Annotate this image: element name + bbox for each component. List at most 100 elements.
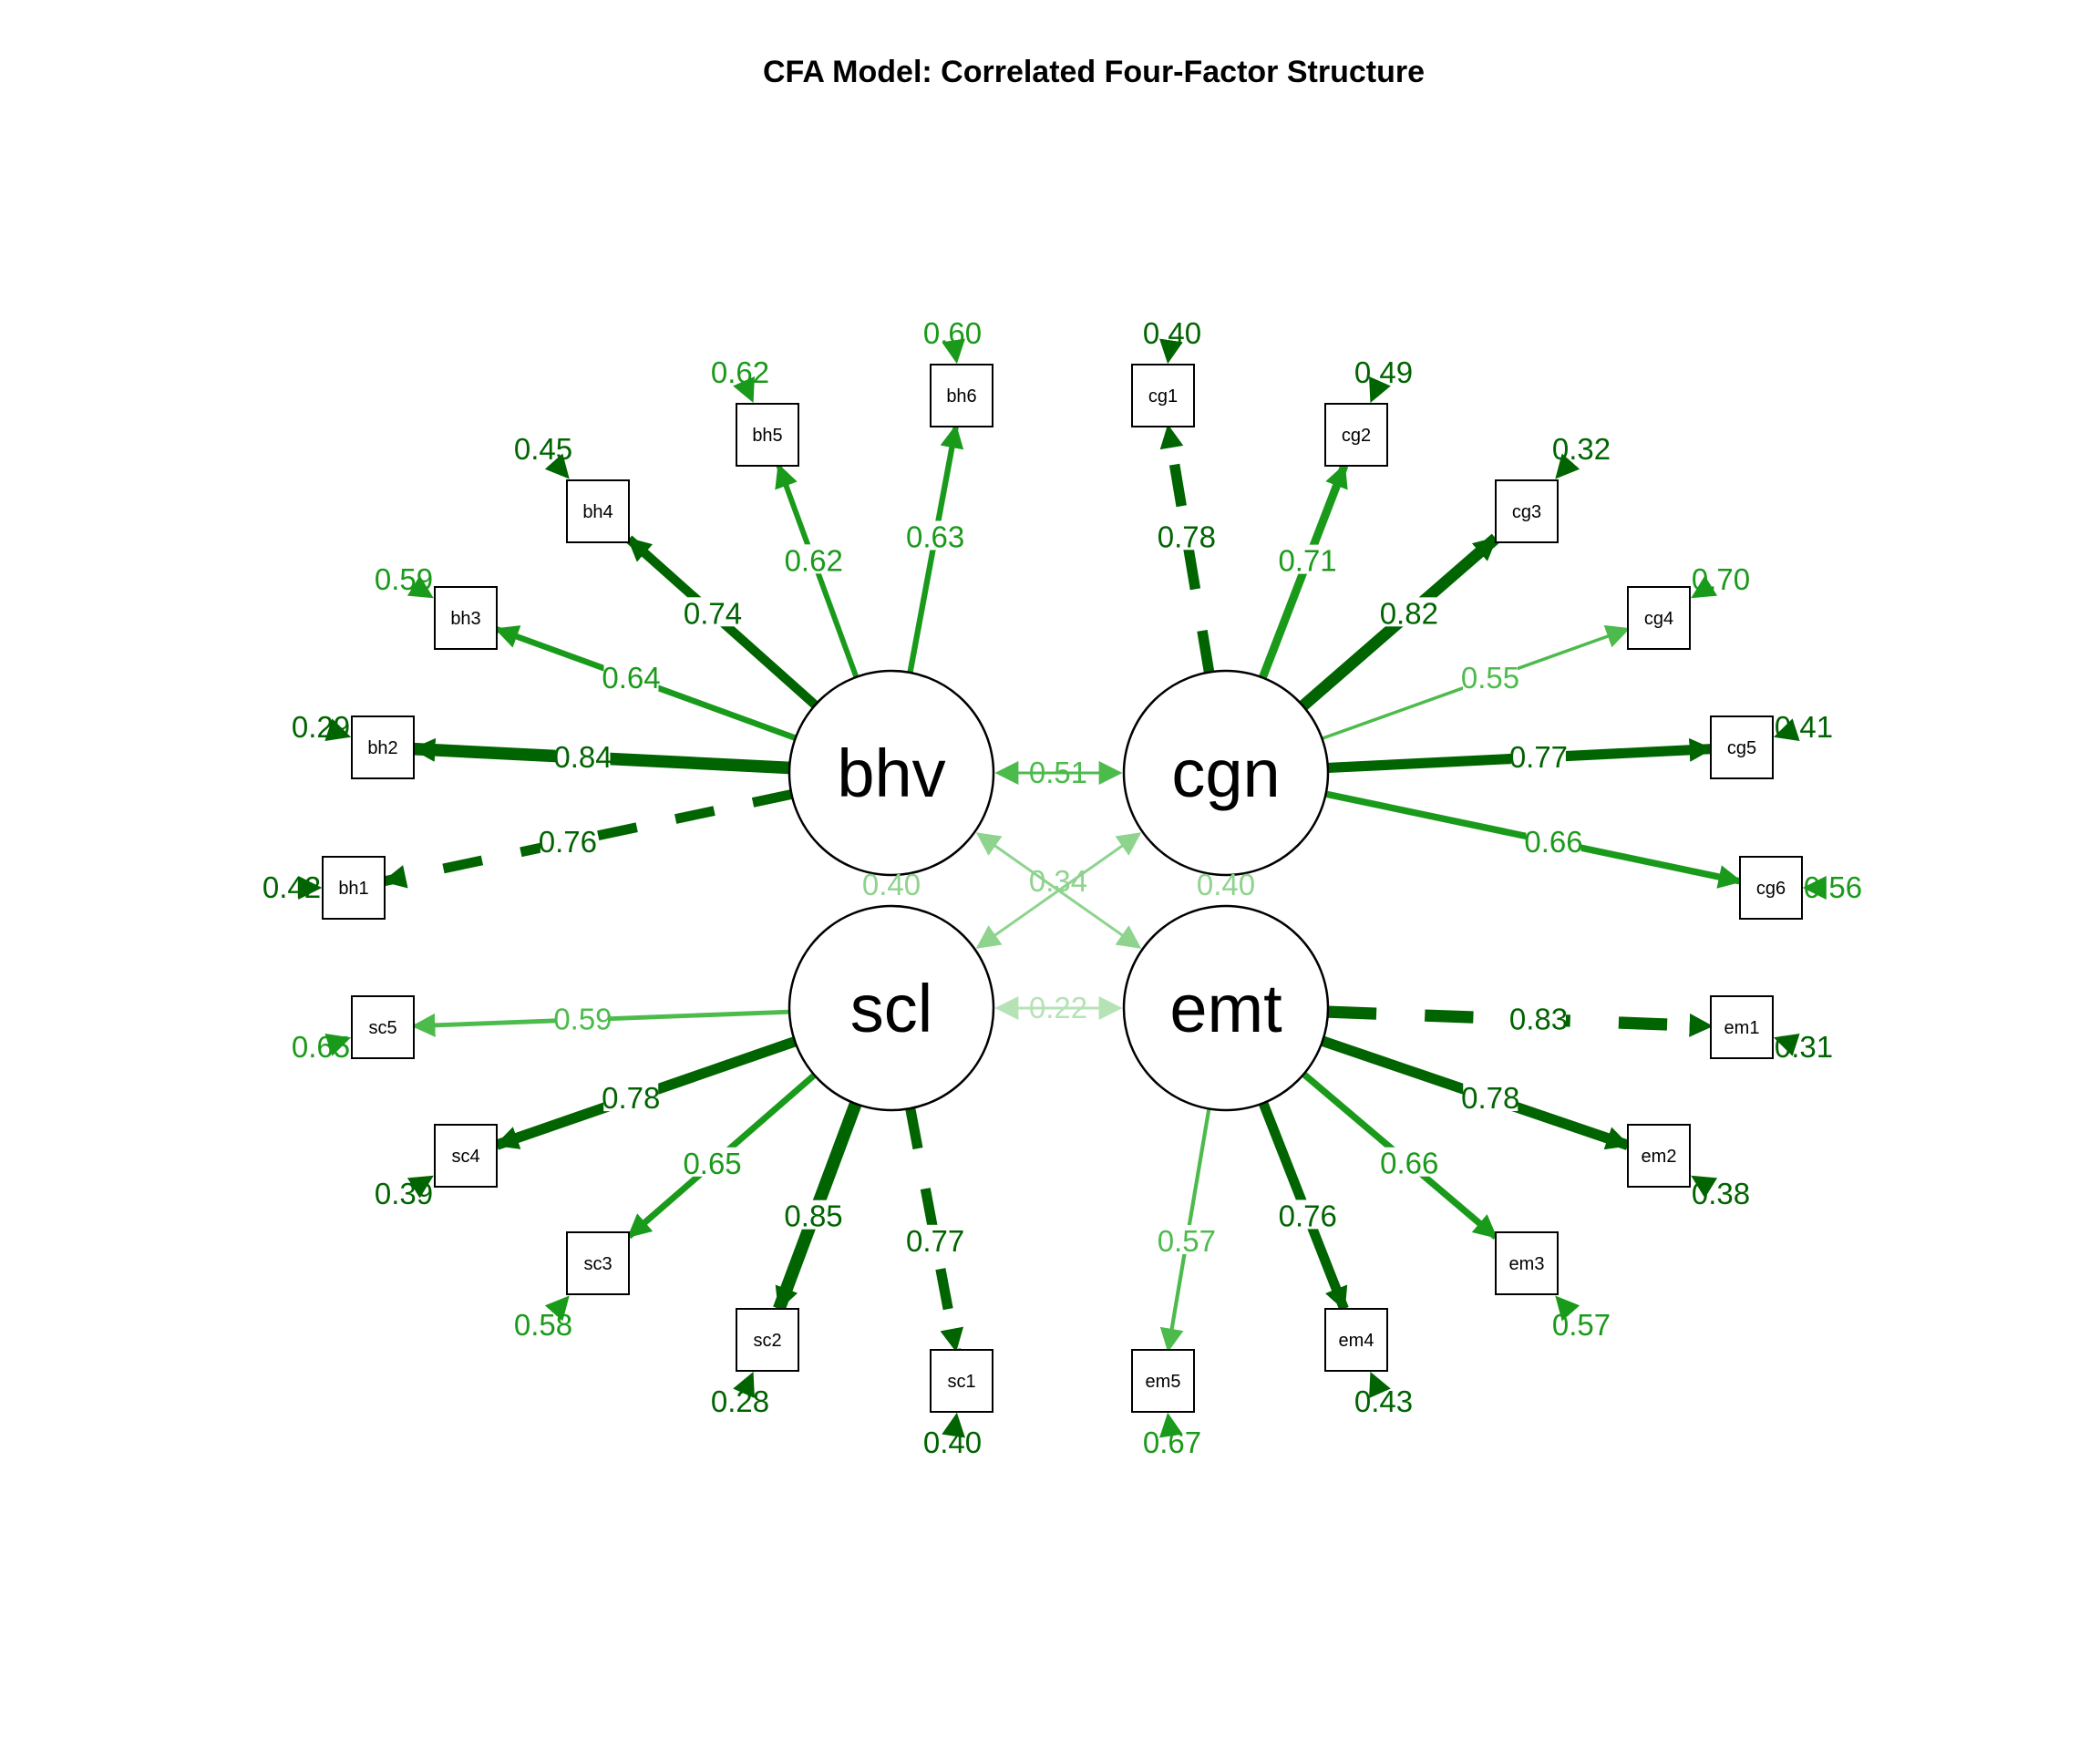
residual-arrow-em3 <box>1555 1295 1580 1322</box>
loading-label-bg <box>685 1147 740 1177</box>
loading-value-bh3: 0.64 <box>602 661 660 695</box>
residual-arrow-cg1 <box>1159 338 1183 365</box>
indicator-label-cg3: cg3 <box>1512 502 1541 522</box>
indicator-label-bh3: bh3 <box>450 609 480 629</box>
loading-value-cg3: 0.82 <box>1380 596 1438 630</box>
residual-value-sc2: 0.28 <box>711 1385 769 1418</box>
residual-value-bh6: 0.60 <box>923 316 982 350</box>
indicator-box-em5 <box>1131 1349 1195 1413</box>
indicator-label-em4: em4 <box>1339 1331 1374 1351</box>
residual-value-bh1: 0.42 <box>262 870 321 904</box>
loading-value-em2: 0.78 <box>1461 1081 1519 1115</box>
loading-value-cg4: 0.55 <box>1461 661 1519 695</box>
loading-value-sc3: 0.65 <box>683 1147 741 1180</box>
factor-node-cgn <box>1122 669 1330 877</box>
loading-value-em5: 0.57 <box>1158 1224 1216 1258</box>
residual-arrow-bh3 <box>407 575 434 599</box>
residual-arrow-em1 <box>1773 1033 1800 1056</box>
indicator-box-em4 <box>1324 1308 1388 1372</box>
residual-value-sc3: 0.58 <box>514 1308 572 1342</box>
residual-value-em5: 0.67 <box>1143 1426 1201 1459</box>
indicator-label-cg2: cg2 <box>1342 426 1371 446</box>
factor-label-scl: scl <box>850 971 932 1046</box>
indicator-box-sc1 <box>930 1349 993 1413</box>
residual-arrow-sc5 <box>324 1033 352 1056</box>
residual-arrow-bh5 <box>733 376 755 403</box>
indicator-box-em1 <box>1710 995 1774 1059</box>
indicator-box-sc5 <box>351 995 415 1059</box>
loading-label-bg <box>685 597 740 627</box>
indicator-label-sc5: sc5 <box>368 1018 396 1038</box>
indicator-label-em1: em1 <box>1724 1018 1760 1038</box>
indicator-box-sc2 <box>736 1308 799 1372</box>
loading-label-bg <box>540 825 595 855</box>
loading-value-bh5: 0.62 <box>785 543 843 577</box>
indicator-box-cg5 <box>1710 715 1774 779</box>
factor-variance-bhv: 0.40 <box>862 868 921 901</box>
residual-value-cg1: 0.40 <box>1143 316 1201 350</box>
indicator-box-em2 <box>1627 1124 1691 1188</box>
loading-label-bg <box>1382 1147 1437 1177</box>
residual-arrow-sc1 <box>942 1412 965 1438</box>
loading-path-bh1 <box>382 789 793 889</box>
residual-value-bh2: 0.29 <box>292 710 350 744</box>
indicator-box-bh5 <box>736 403 799 467</box>
loading-value-sc1: 0.77 <box>906 1224 964 1258</box>
factor-label-bhv: bhv <box>837 736 945 811</box>
loading-value-cg2: 0.71 <box>1278 544 1336 578</box>
indicator-box-cg3 <box>1495 479 1559 543</box>
covariance-value-scl-emt: 0.22 <box>1029 991 1087 1024</box>
loading-label-bg <box>1158 1224 1214 1254</box>
residual-arrow-bh6 <box>942 338 965 365</box>
residual-value-em1: 0.31 <box>1775 1030 1833 1064</box>
loading-label-bg <box>603 662 659 692</box>
residual-arrow-sc2 <box>733 1372 755 1399</box>
loading-label-bg <box>603 1082 659 1112</box>
residual-arrow-cg5 <box>1773 718 1800 742</box>
indicator-label-bh4: bh4 <box>582 502 612 522</box>
residual-arrow-em5 <box>1159 1412 1183 1438</box>
indicator-label-em3: em3 <box>1509 1254 1545 1274</box>
residual-value-em4: 0.43 <box>1354 1385 1413 1418</box>
residual-value-em3: 0.57 <box>1552 1308 1611 1342</box>
indicator-box-cg4 <box>1627 586 1691 650</box>
loading-label-bg <box>1381 597 1436 627</box>
loading-label-bg <box>1526 825 1581 855</box>
indicator-label-bh1: bh1 <box>338 879 368 899</box>
indicator-label-cg4: cg4 <box>1644 609 1673 629</box>
residual-arrow-sc4 <box>407 1175 434 1199</box>
residual-value-sc1: 0.40 <box>923 1426 982 1459</box>
indicator-label-sc2: sc2 <box>753 1331 781 1351</box>
covariance-value-bhv-emt: 0.34 <box>1029 864 1087 898</box>
loading-value-bh4: 0.74 <box>684 596 742 630</box>
indicator-box-sc4 <box>434 1124 498 1188</box>
indicator-box-bh2 <box>351 715 415 779</box>
covariance-value-bhv-cgn: 0.51 <box>1029 756 1087 789</box>
loading-label-bg <box>1280 1199 1335 1230</box>
residual-arrow-em2 <box>1691 1175 1718 1199</box>
loading-value-cg1: 0.78 <box>1158 520 1216 553</box>
residual-value-bh4: 0.45 <box>514 432 572 466</box>
residual-value-cg6: 0.56 <box>1804 870 1862 904</box>
diagram-title: CFA Model: Correlated Four-Factor Struct… <box>763 55 1425 89</box>
loading-value-bh2: 0.84 <box>553 740 612 774</box>
indicator-label-bh5: bh5 <box>752 426 782 446</box>
residual-arrow-em4 <box>1369 1372 1391 1399</box>
loading-value-bh1: 0.76 <box>539 825 597 859</box>
indicator-label-cg1: cg1 <box>1148 386 1178 407</box>
residual-value-cg2: 0.49 <box>1354 355 1413 389</box>
indicator-label-bh2: bh2 <box>367 738 397 758</box>
indicator-label-em2: em2 <box>1642 1147 1677 1167</box>
loading-value-em4: 0.76 <box>1279 1199 1337 1232</box>
loading-label-bg <box>786 544 841 574</box>
indicator-box-cg1 <box>1131 364 1195 427</box>
factor-label-cgn: cgn <box>1171 736 1280 811</box>
factor-node-emt <box>1122 904 1330 1112</box>
indicator-box-sc3 <box>566 1231 630 1295</box>
indicator-label-em5: em5 <box>1146 1372 1181 1392</box>
loading-value-bh6: 0.63 <box>906 520 964 553</box>
indicator-label-sc4: sc4 <box>451 1147 479 1167</box>
residual-arrow-cg2 <box>1369 376 1391 403</box>
indicator-box-bh4 <box>566 479 630 543</box>
